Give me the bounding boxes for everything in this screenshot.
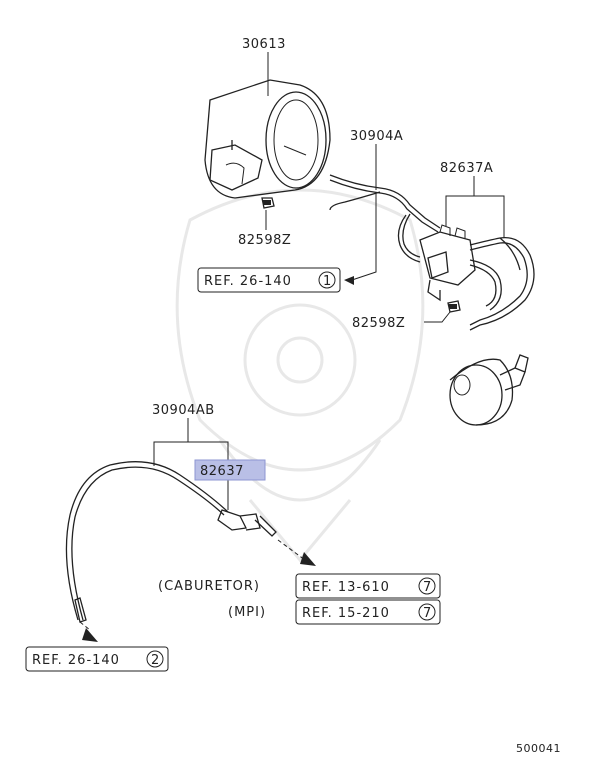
highlight-82637 [194, 459, 266, 481]
arrow-ref1 [344, 276, 354, 285]
label-82598z-left[interactable]: 82598Z [238, 233, 291, 248]
ref-box-2-prefix: (CABURETOR) [158, 579, 260, 594]
ref-box-4-circle: 2 [151, 653, 160, 668]
ref-box-3-text: REF. 15-210 [302, 606, 390, 621]
arrow-ref4 [79, 621, 98, 642]
label-30904a[interactable]: 30904A [350, 129, 403, 144]
watermark-logo [175, 188, 425, 563]
ref-box-3-prefix: (MPI) [228, 605, 266, 620]
screw-82598z-right[interactable] [447, 300, 461, 313]
ref-box-2-text: REF. 13-610 [302, 580, 390, 595]
brake-booster[interactable] [449, 354, 529, 426]
solenoid-valve-82637a[interactable] [419, 224, 535, 331]
ref-box-1-circle: 1 [323, 274, 332, 289]
hose-30904ab[interactable] [65, 461, 229, 623]
ref-box-4[interactable]: REF. 26-140 2 [25, 646, 169, 672]
ref-box-1[interactable]: REF. 26-140 1 [197, 267, 341, 293]
valve-82637[interactable] [217, 509, 277, 537]
label-30613[interactable]: 30613 [242, 37, 286, 52]
arrow-ref2 [277, 539, 316, 566]
leader-82598z-right [424, 311, 451, 323]
ref-box-1-text: REF. 26-140 [204, 274, 292, 289]
ref-box-3-circle: 7 [423, 606, 432, 621]
canister-30613[interactable] [204, 79, 331, 199]
screw-82598z-left[interactable] [261, 197, 275, 209]
ref-box-3[interactable]: REF. 15-210 7 [295, 599, 441, 625]
label-82598z-right[interactable]: 82598Z [352, 316, 405, 331]
hose-30904a[interactable] [329, 174, 441, 263]
ref-box-4-text: REF. 26-140 [32, 653, 120, 668]
diagram-id: 500041 [516, 742, 561, 755]
leader-30904a-ref [351, 192, 377, 281]
label-30904ab[interactable]: 30904AB [152, 403, 215, 418]
ref-box-2[interactable]: REF. 13-610 7 [295, 573, 441, 599]
bracket-82637a [445, 195, 505, 238]
label-82637[interactable]: 82637 [200, 464, 244, 479]
ref-box-2-circle: 7 [423, 580, 432, 595]
bracket-30904ab [153, 441, 229, 466]
label-82637a[interactable]: 82637A [440, 161, 493, 176]
